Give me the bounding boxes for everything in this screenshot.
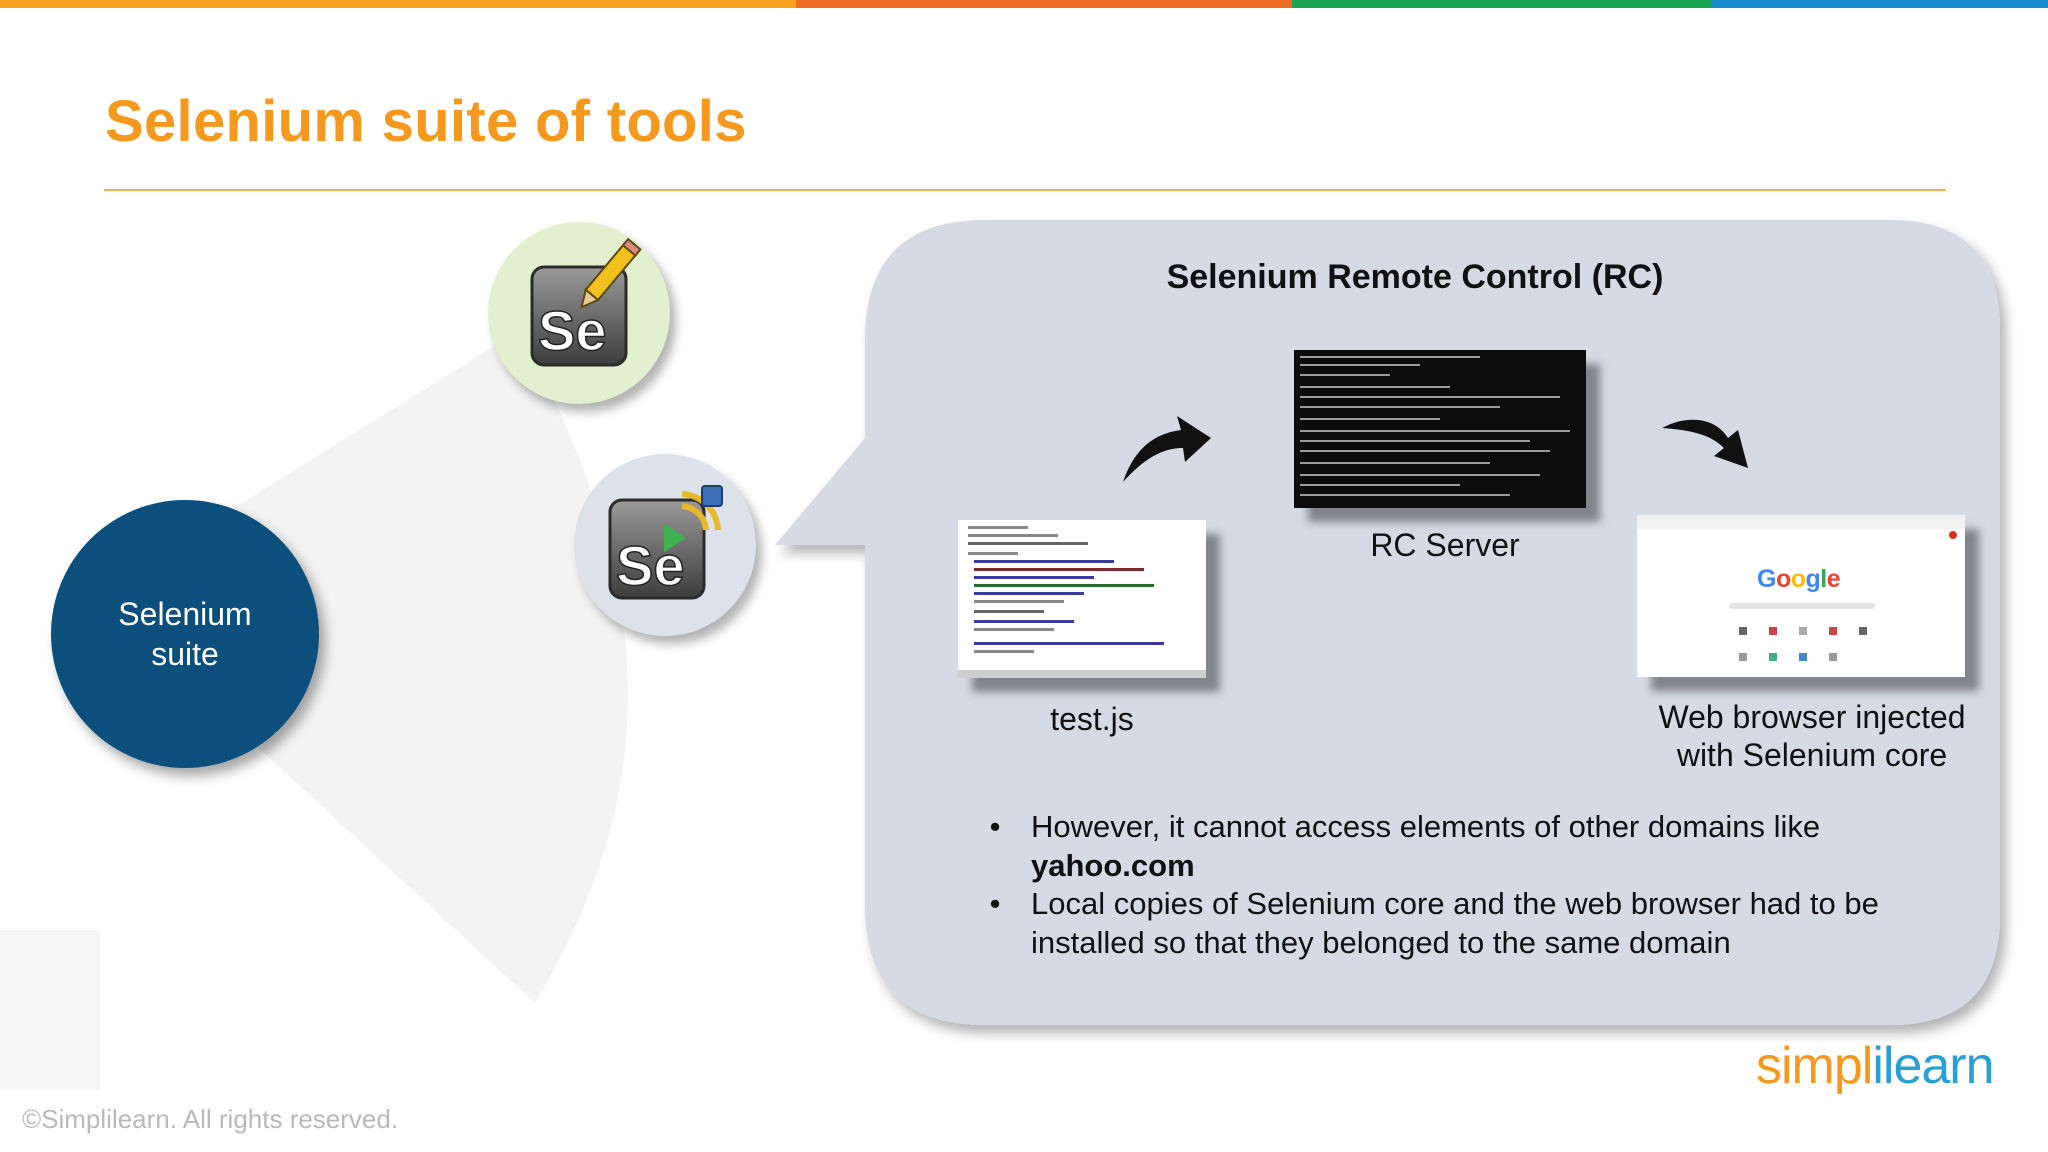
svg-text:Se: Se xyxy=(538,299,607,362)
copyright-text: ©Simplilearn. All rights reserved. xyxy=(22,1104,399,1134)
brand-bar-red xyxy=(796,0,1292,8)
selenium-rc-icon: Se xyxy=(608,485,723,600)
web-browser-label-line2: with Selenium core xyxy=(1676,737,1948,773)
bullet-strong-text: yahoo.com xyxy=(1031,847,1195,883)
brand-bar-orange xyxy=(0,0,796,8)
rc-server-label: RC Server xyxy=(1370,527,1520,563)
test-js-label: test.js xyxy=(1050,701,1134,737)
web-browser-label-line1: Web browser injected xyxy=(1658,699,1966,735)
selenium-suite-circle: Selenium suite xyxy=(51,500,319,768)
fan-fade xyxy=(0,930,100,1090)
brand-bar-blue xyxy=(1712,0,2048,8)
logo-part-ilearn: ilearn xyxy=(1872,1037,1994,1095)
selenium-ide-circle: Se xyxy=(488,222,670,404)
brand-bar-green xyxy=(1292,0,1712,8)
google-logo: Google xyxy=(1757,565,1841,593)
bullet-item: • Local copies of Selenium core and the … xyxy=(985,885,1945,962)
rc-limitations-list: • However, it cannot access elements of … xyxy=(985,808,1945,962)
curved-arrow-icon xyxy=(1123,416,1211,482)
title-divider xyxy=(104,189,1946,191)
fan-shape xyxy=(150,330,628,1003)
bullet-dot: • xyxy=(989,809,1001,844)
bullet-item: • However, it cannot access elements of … xyxy=(985,808,1945,885)
web-browser-label: Web browser injected with Selenium core xyxy=(1620,698,2004,774)
bullet-dot: • xyxy=(989,886,1001,921)
brand-color-bar xyxy=(0,0,2048,8)
bullet-text: Local copies of Selenium core and the we… xyxy=(1031,886,1879,960)
rc-title: Selenium Remote Control (RC) xyxy=(1166,258,1664,296)
simplilearn-logo: simplilearn xyxy=(1756,1036,1995,1096)
bullet-text: However, it cannot access elements of ot… xyxy=(1031,809,1821,844)
selenium-ide-icon: Se xyxy=(530,237,642,367)
test-js-screenshot xyxy=(958,520,1206,678)
rc-server-screenshot xyxy=(1294,350,1586,508)
selenium-rc-circle: Se xyxy=(574,454,756,636)
selenium-suite-label: Selenium suite xyxy=(118,596,252,672)
web-browser-screenshot: Google xyxy=(1637,515,1965,677)
logo-part-simpl: simpl xyxy=(1756,1037,1873,1095)
slide-title: Selenium suite of tools xyxy=(105,89,747,154)
curved-arrow-down-icon xyxy=(1662,419,1748,468)
